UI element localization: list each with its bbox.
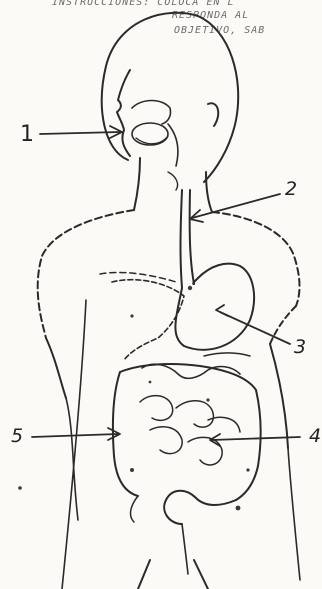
left-arm-line xyxy=(62,300,86,589)
throat-detail xyxy=(168,172,178,190)
ear-outline xyxy=(208,103,218,126)
transverse-colon xyxy=(120,364,256,390)
stomach-outline xyxy=(175,264,254,350)
stipple-dots xyxy=(18,286,249,511)
esophagus-right xyxy=(190,190,194,284)
head-outline xyxy=(102,13,238,182)
nasal-cavity xyxy=(132,101,171,125)
liver-outline xyxy=(112,280,184,360)
header-instructions-line-3: OBJETIVO, SAB xyxy=(174,25,265,36)
esophagus-left xyxy=(181,190,183,288)
pelvis-right xyxy=(288,448,300,580)
sigmoid-colon xyxy=(164,491,236,524)
rectum xyxy=(182,524,188,574)
torso-right-lower xyxy=(270,344,288,448)
arrow-3-head xyxy=(216,305,228,316)
header-instructions-line-1: INSTRUCCIONES: COLOCA EN L xyxy=(52,0,235,8)
label-number-1: 1 xyxy=(20,124,34,146)
pancreas xyxy=(204,353,250,356)
descending-colon xyxy=(236,390,261,500)
right-shoulder xyxy=(212,212,300,306)
torso-right-side xyxy=(270,306,296,344)
pelvis-left xyxy=(66,398,78,520)
left-shoulder xyxy=(38,210,134,338)
cecum-appendix xyxy=(131,496,138,522)
label-number-4: 4 xyxy=(309,427,321,446)
small-intestine-loops xyxy=(140,396,240,465)
label-number-2: 2 xyxy=(285,180,297,199)
header-instructions-line-2: RESPONDA AL xyxy=(172,10,249,21)
mouth-cavity xyxy=(132,123,168,145)
label-number-5: 5 xyxy=(11,427,23,446)
arrow-2-line xyxy=(192,194,280,218)
neck-left xyxy=(134,158,140,210)
arrow-3-line xyxy=(220,312,290,344)
arrow-1-line xyxy=(40,132,120,134)
tongue xyxy=(136,136,168,144)
face-profile xyxy=(117,70,130,156)
label-number-3: 3 xyxy=(294,338,306,357)
groin-left xyxy=(138,560,150,589)
pharynx xyxy=(168,124,178,166)
arrow-5-line xyxy=(32,434,118,437)
torso-left-side xyxy=(46,338,66,398)
groin-right xyxy=(194,560,208,589)
